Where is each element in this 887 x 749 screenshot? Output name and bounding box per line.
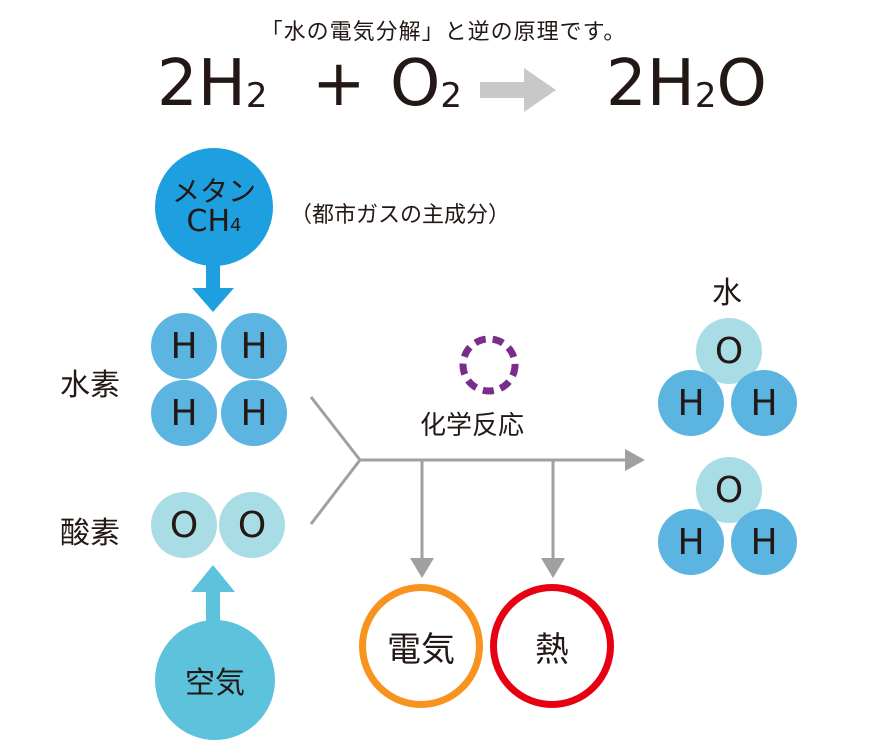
equation-arrow bbox=[480, 68, 556, 112]
hydrogen-atom: H bbox=[221, 380, 287, 446]
water-oxygen-atom: O bbox=[696, 457, 762, 523]
water-hydrogen-atom: H bbox=[658, 370, 724, 436]
methane-formula: CH4 bbox=[186, 203, 242, 239]
water-hydrogen-atom: H bbox=[658, 509, 724, 575]
methane-note: （都市ガスの主成分） bbox=[290, 203, 511, 228]
caption: 「水の電気分解」と逆の原理です。 bbox=[260, 20, 627, 45]
catalyst-dashed-circle bbox=[459, 335, 519, 395]
heat-circle: 熱 bbox=[490, 584, 614, 708]
reaction-lines bbox=[309, 396, 625, 560]
hydrogen-atom: H bbox=[151, 380, 217, 446]
air-circle: 空気 bbox=[155, 620, 275, 740]
oxygen-label: 酸素 bbox=[60, 516, 120, 551]
methane-arrow bbox=[192, 262, 234, 312]
methane-label: メタン bbox=[171, 174, 256, 208]
water-arrowhead bbox=[625, 449, 645, 471]
air-arrow bbox=[191, 565, 235, 624]
oxygen-atom: O bbox=[219, 492, 285, 558]
water-label: 水 bbox=[712, 276, 742, 311]
equation-lhs-hydrogen: 2H2 bbox=[157, 47, 268, 121]
hydrogen-atom: H bbox=[151, 313, 217, 379]
water-hydrogen-atom: H bbox=[731, 509, 797, 575]
hydrogen-label: 水素 bbox=[60, 368, 120, 403]
water-hydrogen-atom: H bbox=[731, 370, 797, 436]
electricity-circle: 電気 bbox=[359, 584, 483, 708]
hydrogen-atom: H bbox=[221, 313, 287, 379]
reaction-label: 化学反応 bbox=[420, 411, 525, 441]
oxygen-atom: O bbox=[151, 492, 217, 558]
equation-plus: + bbox=[312, 47, 366, 121]
methane-circle: メタン CH4 bbox=[155, 148, 273, 266]
heat-arrowhead bbox=[541, 558, 565, 578]
electricity-arrowhead bbox=[410, 558, 434, 578]
equation-rhs-water: 2H2O bbox=[606, 47, 767, 121]
equation-lhs-oxygen: O2 bbox=[390, 47, 463, 121]
